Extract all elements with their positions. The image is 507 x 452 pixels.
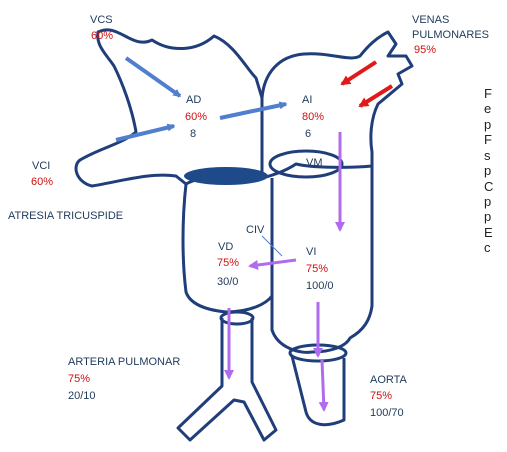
side-text-line: e [484,101,491,116]
label-venas: VENAS [412,14,449,27]
label-aorta-pressure: 100/70 [370,407,404,420]
side-text-line: p [484,163,491,178]
label-vci-saturation: 60% [31,176,53,189]
label-vd-saturation: 75% [217,257,239,270]
label-vci: VCI [32,160,50,173]
label-vcs-saturation: 60% [91,30,113,43]
arrow-vcs-to-ad [126,58,180,96]
side-text-line: E [484,225,493,240]
arrow-ad-to-ai [220,104,286,118]
aorta-vessel [292,356,344,425]
side-text-line: p [484,209,491,224]
arrow-aorta-outflow [322,360,324,410]
label-vi-pressure: 100/0 [306,280,334,293]
label-vm: VM [306,157,323,170]
label-ai-saturation: 80% [302,111,324,124]
label-ad-saturation: 60% [185,111,207,124]
arrow-pulmonary-vein-1 [342,62,376,84]
pulmonary-valve [221,312,253,324]
label-ad-pressure: 8 [190,128,196,141]
label-vd: VD [218,241,233,254]
side-text-line: C [484,179,493,194]
right-atrium-outline [76,30,262,186]
label-ad: AD [186,94,201,107]
side-text-line: s [484,148,491,163]
label-vi-saturation: 75% [306,263,328,276]
label-ai: AI [302,94,312,107]
atretic-tricuspid-valve [184,167,268,185]
label-ai-pressure: 6 [305,128,311,141]
label-aorta-saturation: 75% [370,390,392,403]
side-text-line: F [484,86,492,101]
label-vcs: VCS [90,14,113,27]
label-atresia-tricuspide: ATRESIA TRICUSPIDE [8,210,123,223]
side-text-line: F [484,132,492,147]
pulmonary-artery-vessel [178,318,276,440]
label-venas-saturation: 95% [414,44,436,57]
side-text-line: c [484,240,491,255]
side-text-line: p [484,117,491,132]
label-arteria-pulmonar: ARTERIA PULMONAR [68,356,180,369]
side-text-line: p [484,194,491,209]
label-civ: CIV [246,224,264,237]
left-ventricle-outline [272,166,372,352]
label-pulmonares: PULMONARES [412,29,489,42]
label-arteria-pressure: 20/10 [68,390,96,403]
label-aorta: AORTA [370,374,407,387]
label-arteria-saturation: 75% [68,373,90,386]
label-vd-pressure: 30/0 [217,276,238,289]
label-vi: VI [306,246,316,259]
arrow-vci-to-ad [116,126,174,140]
